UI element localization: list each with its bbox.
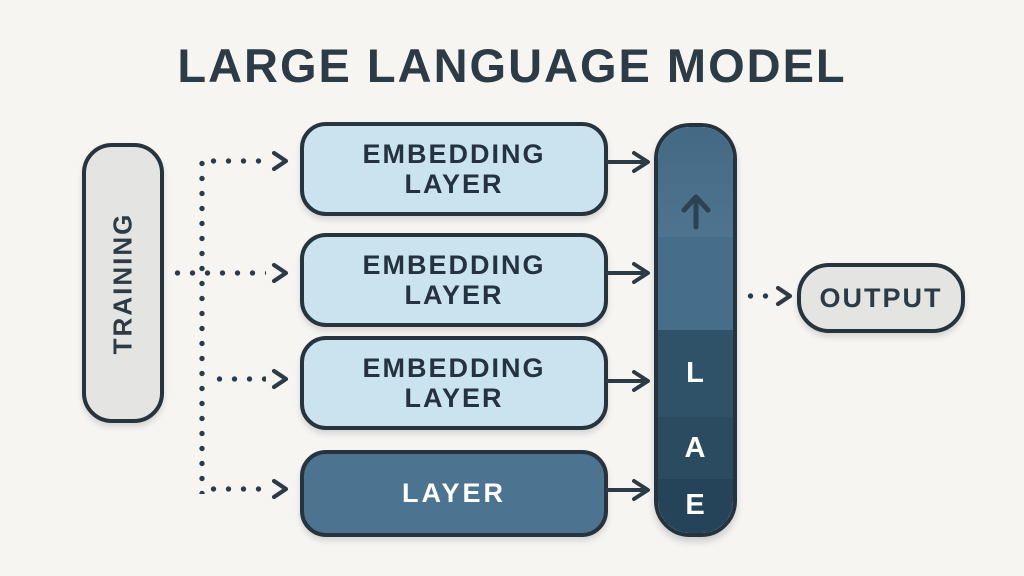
dotted-connector-row-3	[212, 376, 266, 382]
embedding-label-line2: LAYER	[404, 383, 504, 413]
embedding-label-line2: LAYER	[404, 169, 504, 199]
column-letter-e: E	[685, 489, 706, 521]
embedding-label-line1: EMBEDDING	[362, 138, 546, 169]
up-arrow-icon	[681, 194, 710, 230]
dotted-connector-row-1	[206, 158, 266, 164]
dotted-arrowhead-icon	[271, 262, 289, 284]
column-segment-e: E	[658, 479, 733, 533]
output-label: OUTPUT	[819, 282, 943, 313]
dotted-arrowhead-icon	[775, 285, 793, 307]
training-box: TRAINING	[82, 143, 164, 423]
layer-box: LAYER	[300, 450, 608, 537]
dotted-connector-output	[743, 293, 777, 299]
embedding-label-line1: EMBEDDING	[362, 352, 546, 383]
column-letter-a: A	[684, 431, 707, 464]
embedding-layer-box-2: EMBEDDING LAYER	[300, 233, 608, 327]
arrow-right-icon	[606, 262, 650, 284]
embedding-layer-box-3: EMBEDDING LAYER	[300, 336, 608, 430]
layer-label: LAYER	[401, 478, 507, 508]
arrow-right-icon	[606, 151, 650, 173]
dotted-connector-vertical	[199, 156, 205, 494]
model-stack-column: L A E	[654, 123, 737, 537]
column-segment-l: L	[658, 330, 733, 417]
page-title: LARGE LANGUAGE MODEL	[177, 39, 847, 92]
arrow-right-icon	[606, 479, 650, 501]
column-segment-2	[658, 237, 733, 330]
dotted-arrowhead-icon	[271, 478, 289, 500]
training-label: TRAINING	[107, 212, 138, 354]
dotted-connector-row-4	[206, 486, 266, 492]
column-segment-a: A	[658, 417, 733, 479]
embedding-layer-box-1: EMBEDDING LAYER	[300, 122, 608, 216]
dotted-connector-row-2	[170, 270, 266, 276]
embedding-label-line2: LAYER	[404, 280, 504, 310]
column-letter-l: L	[686, 357, 705, 389]
column-segment-1	[658, 127, 733, 237]
embedding-label-line1: EMBEDDING	[362, 249, 546, 280]
dotted-arrowhead-icon	[271, 150, 289, 172]
output-box: OUTPUT	[797, 263, 965, 333]
dotted-arrowhead-icon	[271, 368, 289, 390]
arrow-right-icon	[606, 370, 650, 392]
